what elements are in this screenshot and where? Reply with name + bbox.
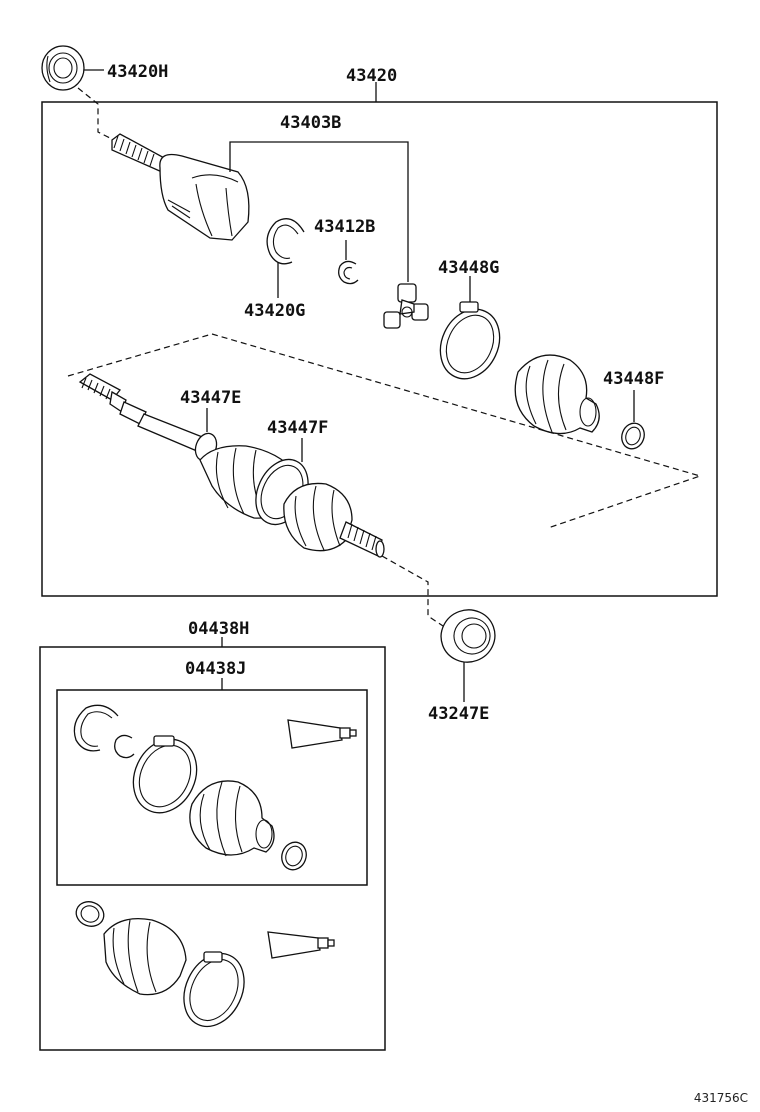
part-label-43420G: 43420G	[244, 301, 305, 321]
part-label-04438J: 04438J	[185, 659, 246, 679]
boot-clamp-icon[interactable]	[429, 300, 510, 389]
part-label-43420H: 43420H	[107, 62, 168, 82]
part-label-43448F: 43448F	[603, 369, 664, 389]
part-label-43403B: 43403B	[280, 113, 341, 133]
grease-tube-icon[interactable]	[267, 931, 335, 959]
snap-ring-icon[interactable]	[266, 218, 305, 265]
part-label-43412B: 43412B	[314, 217, 375, 237]
assembly-frame-43420	[41, 101, 718, 597]
grease-tube-icon[interactable]	[287, 719, 357, 749]
part-label-43420: 43420	[346, 66, 397, 86]
boot-clamp-icon[interactable]	[173, 944, 256, 1037]
part-label-43447E: 43447E	[180, 388, 241, 408]
part-label-43448G: 43448G	[438, 258, 499, 278]
dash-leader-43420H	[77, 87, 115, 141]
rubber-boot-icon[interactable]	[103, 917, 187, 996]
tripod-joint-icon[interactable]	[383, 283, 429, 329]
part-label-04438H: 04438H	[188, 619, 249, 639]
leader-43403B	[229, 141, 409, 282]
kit-frame-04438H	[39, 646, 386, 1051]
rubber-boot-icon[interactable]	[514, 354, 600, 435]
dash-outline-inboard-kit	[67, 333, 702, 529]
boot-clamp-icon[interactable]	[73, 898, 108, 930]
diagram-code: 431756C	[694, 1091, 748, 1105]
boot-clamp-icon[interactable]	[278, 839, 310, 874]
clip-ring-icon[interactable]	[338, 260, 359, 285]
part-label-43247E: 43247E	[428, 704, 489, 724]
inboard-joint-housing-icon[interactable]	[111, 133, 250, 241]
boot-clamp-icon[interactable]	[122, 729, 208, 823]
clip-ring-icon[interactable]	[114, 734, 135, 759]
drive-shaft-icon[interactable]	[78, 373, 211, 455]
snap-ring-icon[interactable]	[73, 704, 119, 752]
kit-frame-04438J	[56, 689, 368, 886]
outboard-joint-icon[interactable]	[283, 482, 385, 558]
rubber-boot-icon[interactable]	[189, 780, 275, 857]
oil-seal-icon[interactable]	[434, 602, 503, 669]
oil-seal-icon[interactable]	[41, 45, 85, 91]
part-label-43447F: 43447F	[267, 418, 328, 438]
dash-leader-43247E	[381, 555, 447, 629]
boot-clamp-icon[interactable]	[618, 420, 648, 452]
